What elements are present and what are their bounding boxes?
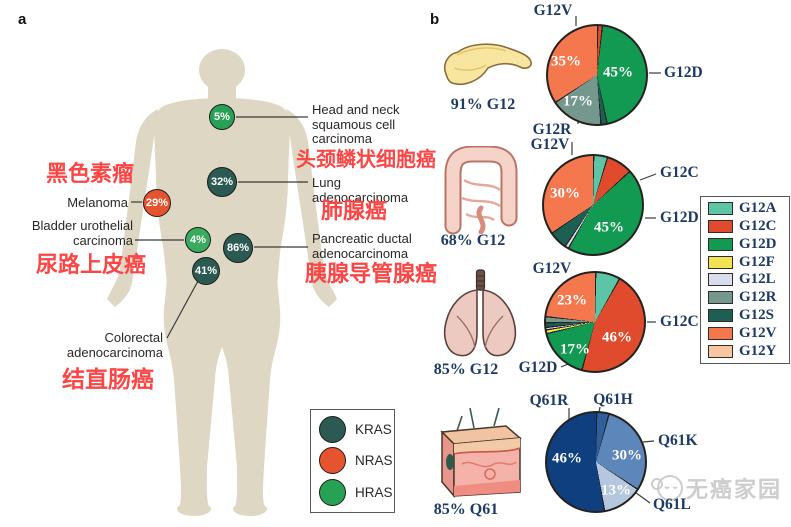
- pie-slice-percent-G12V: 30%: [550, 185, 580, 202]
- legend-item-G12R: G12R: [708, 289, 789, 306]
- pie-slice-percent-G12C: 46%: [602, 329, 632, 346]
- pie-callout-G12D: G12D: [660, 209, 699, 226]
- colon-caption: 68% G12: [440, 232, 506, 249]
- cancer-label-zh: 胰腺导管腺癌: [305, 261, 438, 286]
- legend-item-G12L: G12L: [708, 271, 789, 288]
- skin-icon: [440, 407, 522, 499]
- g12s-color-swatch: [708, 308, 733, 322]
- colon-icon: [444, 146, 518, 234]
- legend-item-label: G12A: [739, 200, 777, 217]
- panel-b-label: b: [430, 11, 440, 28]
- hras-color-dot: [319, 478, 346, 506]
- cancer-label-zh: 结直肠癌: [62, 366, 154, 392]
- legend-item-KRAS: KRAS: [319, 416, 394, 444]
- legend-item-G12S: G12S: [708, 307, 789, 324]
- legend-item-label: G12F: [739, 253, 775, 270]
- nras-color-dot: [319, 447, 346, 475]
- legend-item-label: G12C: [739, 218, 777, 235]
- lungs-icon: [443, 269, 517, 357]
- pie-slice-percent-G12V: 35%: [551, 53, 581, 70]
- pancreas-caption: 91% G12: [450, 96, 516, 113]
- pie-callout-Q61H: Q61H: [593, 391, 633, 408]
- cancer-frequency-badge: 41%: [192, 257, 220, 285]
- legend-item-G12A: G12A: [708, 200, 789, 217]
- colon-mutation-pie: [542, 154, 644, 256]
- pie-callout-G12D: G12D: [664, 64, 703, 81]
- pie-callout-G12V: G12V: [530, 136, 570, 153]
- pie-callout-Q61R: Q61R: [529, 392, 569, 409]
- lungs-mutation-pie: [544, 271, 646, 373]
- legend-item-G12D: G12D: [708, 236, 789, 253]
- g12a-color-swatch: [708, 202, 733, 216]
- g12r-color-swatch: [708, 291, 733, 305]
- pie-callout-G12R: G12R: [532, 121, 572, 138]
- legend-item-label: G12R: [739, 289, 777, 306]
- panel-a-label: a: [18, 11, 27, 28]
- legend-item-label: G12D: [739, 235, 777, 252]
- pie-slice-percent-Q61K: 30%: [612, 447, 642, 464]
- legend-item-label: G12Y: [739, 342, 777, 359]
- cancer-label-zh: 黑色素瘤: [46, 161, 135, 186]
- legend-item-G12C: G12C: [708, 218, 789, 235]
- legend-item-G12V: G12V: [708, 325, 789, 342]
- kras-color-dot: [319, 416, 346, 444]
- legend-item-label: NRAS: [355, 453, 393, 469]
- cancer-label-melanoma: Melanoma: [67, 195, 128, 210]
- pie-callout-Q61K: Q61K: [658, 432, 698, 449]
- g12l-color-swatch: [708, 273, 733, 287]
- pie-slice-percent-G12D: 45%: [594, 219, 624, 236]
- pie-slice-percent-G12R: 17%: [563, 93, 593, 110]
- cancer-frequency-badge: 4%: [185, 227, 211, 253]
- g12c-color-swatch: [708, 220, 733, 234]
- legend-item-label: KRAS: [355, 422, 392, 438]
- pie-slice-percent-G12D: 17%: [560, 341, 590, 358]
- pie-slice-percent-G12V: 23%: [557, 292, 587, 309]
- legend-item-G12F: G12F: [708, 254, 789, 271]
- cancer-label-zh: 肺腺癌: [321, 198, 388, 223]
- lungs-caption: 85% G12: [433, 361, 499, 378]
- skin-caption: 85% Q61: [433, 501, 499, 518]
- g12f-color-swatch: [708, 255, 733, 269]
- pie-slice-percent-Q61R: 46%: [552, 450, 582, 467]
- pie-callout-G12C: G12C: [660, 313, 699, 330]
- pancreas-icon: [443, 43, 532, 85]
- pie-callout-Q61L: Q61L: [653, 496, 691, 513]
- cancer-frequency-badge: 29%: [143, 189, 171, 217]
- cancer-frequency-badge: 32%: [207, 167, 237, 197]
- g12d-color-swatch: [708, 237, 733, 251]
- pie-callout-G12C: G12C: [660, 164, 699, 181]
- ras-gene-legend: KRAS NRAS HRAS: [310, 409, 395, 513]
- pie-slice-percent-G12D: 45%: [603, 64, 633, 81]
- legend-item-HRAS: HRAS: [319, 478, 394, 506]
- cancer-label-zh: 头颈鳞状细胞癌: [296, 149, 436, 171]
- g12v-color-swatch: [708, 326, 733, 340]
- legend-item-label: G12S: [739, 306, 775, 323]
- g12y-color-swatch: [708, 344, 733, 358]
- cancer-frequency-badge: 5%: [209, 104, 235, 130]
- pie-callout-G12V: G12V: [532, 260, 572, 277]
- pie-callout-G12D: G12D: [518, 359, 558, 376]
- skin-mutation-pie: [545, 411, 647, 513]
- watermark: 无癌家园: [648, 470, 782, 506]
- legend-item-NRAS: NRAS: [319, 447, 394, 475]
- cancer-label-zh: 尿路上皮癌: [36, 252, 147, 277]
- pie-callout-G12V: G12V: [533, 2, 573, 19]
- legend-item-label: G12L: [739, 271, 776, 288]
- legend-item-label: HRAS: [355, 484, 393, 500]
- pie-slice-percent-Q61L: 13%: [601, 482, 631, 499]
- legend-item-label: G12V: [739, 324, 777, 341]
- watermark-mascot-icon: [651, 475, 683, 501]
- watermark-text: 无癌家园: [686, 477, 783, 502]
- cancer-frequency-badge: 86%: [223, 233, 253, 263]
- legend-item-G12Y: G12Y: [708, 343, 789, 360]
- pancreas-mutation-pie: [546, 24, 648, 126]
